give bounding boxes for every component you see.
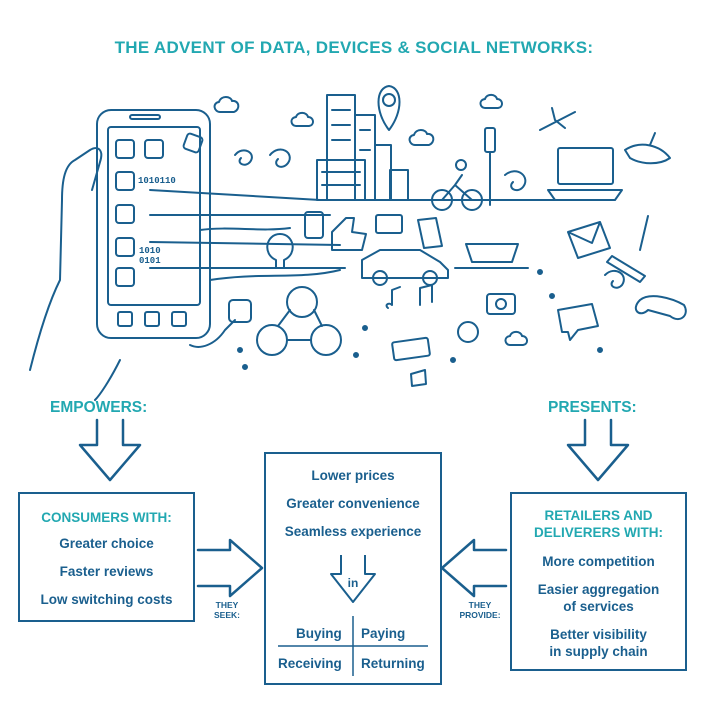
phone-small-icon [304, 211, 324, 239]
retailers-heading-2: DELIVERERS WITH: [533, 525, 663, 540]
left-arrow-provide [440, 538, 508, 598]
pencil-icon [606, 255, 646, 283]
hand-lower [94, 359, 121, 401]
social-network-icon [256, 286, 342, 356]
game-controller-icon [634, 295, 687, 321]
consumer-item: Faster reviews [59, 564, 154, 579]
folder-icon [375, 214, 403, 234]
thumbs-up-icon [331, 217, 367, 251]
traffic-light-icon [484, 127, 496, 206]
benefit-item: Seamless experience [284, 524, 422, 539]
phone-binary-2: 1010 [139, 246, 161, 256]
swirl-icon [604, 269, 625, 289]
phone-body [96, 109, 211, 339]
music-note-icon [419, 284, 433, 306]
map-pin-icon [377, 85, 401, 131]
airplane-icon [539, 107, 576, 131]
cloud-icon [504, 330, 528, 346]
retailer-item: Easier aggregation [537, 582, 660, 597]
retailers-heading-1: RETAILERS AND [544, 508, 653, 523]
consumer-item: Low switching costs [40, 592, 173, 607]
music-note-icon [385, 286, 401, 309]
camera-icon [486, 293, 516, 315]
cloud-icon [479, 93, 503, 109]
consumers-box: CONSUMERS WITH: Greater choice Faster re… [18, 492, 195, 622]
down-arrow-right [566, 418, 630, 482]
they-provide-label: THEY PROVIDE: [459, 600, 501, 620]
ticket-icon [391, 336, 431, 362]
grid-returning: Returning [361, 656, 425, 671]
consumers-heading: CONSUMERS WITH: [41, 510, 172, 525]
vinyl-icon [457, 321, 479, 343]
hand-outline [29, 147, 103, 371]
presents-header: PRESENTS: [548, 399, 637, 416]
retailer-item: of services [563, 599, 634, 614]
document-icon [417, 217, 443, 249]
coffee-cup-icon [454, 243, 529, 269]
diagram-title: THE ADVENT OF DATA, DEVICES & SOCIAL NET… [114, 38, 594, 57]
consumer-item: Greater choice [59, 536, 154, 551]
retailer-item: Better visibility [550, 627, 647, 642]
center-box: Lower prices Greater convenience Seamles… [264, 452, 442, 685]
cloud-icon [290, 111, 314, 127]
phone-binary-1: 1010110 [138, 176, 176, 186]
laptop-icon [547, 147, 623, 201]
benefit-item: Lower prices [311, 468, 395, 483]
benefit-item: Greater convenience [286, 496, 420, 511]
lightbulb-icon [266, 233, 294, 269]
retailer-item: More competition [542, 554, 655, 569]
in-arrow-icon [278, 555, 428, 676]
they-seek-label: THEY SEEK: [214, 600, 240, 620]
swirl-icon [234, 149, 253, 166]
empowers-header: EMPOWERS: [50, 399, 148, 416]
swirl-icon [504, 170, 527, 192]
cloud-icon [408, 129, 435, 146]
envelope-icon [567, 221, 611, 259]
code-icon [228, 299, 252, 323]
box-icon [410, 369, 427, 387]
phone-binary-3: 0101 [139, 256, 161, 266]
down-arrow-left [78, 418, 142, 482]
right-arrow-seek [196, 538, 264, 598]
grid-buying: Buying [296, 626, 342, 641]
chat-bubble-icon [557, 303, 599, 341]
grid-paying: Paying [361, 626, 406, 641]
grid-receiving: Receiving [278, 656, 342, 671]
city-buildings-icon [316, 94, 409, 201]
in-label: in [347, 576, 359, 590]
cloud-icon [213, 96, 240, 113]
cyclist-icon [431, 159, 483, 211]
retailers-box: RETAILERS AND DELIVERERS WITH: More comp… [510, 492, 687, 671]
bird-icon [624, 132, 671, 165]
retailer-item: in supply chain [549, 644, 648, 659]
swirl-icon [269, 148, 291, 168]
hand-thumb [189, 319, 236, 348]
car-icon [361, 249, 449, 286]
